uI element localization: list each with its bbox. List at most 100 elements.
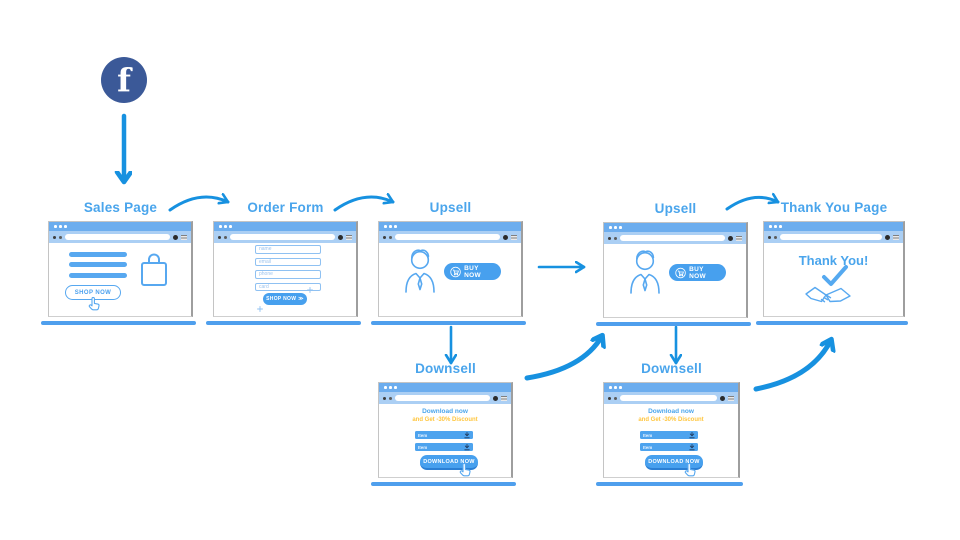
download-now-label: DOWNLOAD NOW (648, 458, 700, 465)
window-addressbar (49, 231, 191, 243)
buy-now-button[interactable]: BUY NOW (669, 264, 726, 281)
sparkle-icon (257, 306, 263, 312)
cursor-icon (684, 463, 696, 477)
thank-you-message: Thank You! (798, 253, 869, 268)
buy-now-label: BUY NOW (689, 265, 706, 280)
text-line (69, 262, 127, 267)
download-icon (689, 431, 695, 438)
back-icon (608, 236, 611, 240)
download-icon (464, 431, 470, 438)
forward-icon (614, 396, 617, 400)
download-item-row[interactable]: Item (415, 443, 473, 451)
menu-icon (736, 235, 742, 241)
address-field[interactable] (395, 395, 490, 401)
address-field[interactable] (780, 234, 882, 240)
window-baseline (371, 482, 516, 486)
item-label: Item (418, 444, 428, 450)
name-field[interactable]: name (255, 245, 321, 254)
window-dot-icon (59, 225, 62, 228)
window-dot-icon (609, 226, 612, 229)
address-field[interactable] (395, 234, 500, 240)
window-dot-icon (389, 225, 392, 228)
address-field[interactable] (620, 395, 717, 401)
window-dot-icon (394, 386, 397, 389)
forward-icon (389, 396, 392, 400)
window-dot-icon (779, 225, 782, 228)
back-icon (383, 396, 386, 400)
cursor-icon (88, 297, 100, 311)
thank-you-window: Thank You! (763, 221, 905, 317)
window-dot-icon (769, 225, 772, 228)
item-label: Item (643, 444, 653, 450)
browser-action-icon (503, 234, 508, 240)
download-item-row[interactable]: Item (640, 443, 698, 451)
window-dot-icon (224, 225, 227, 228)
window-baseline (41, 321, 196, 325)
back-icon (53, 235, 56, 239)
arrow-downsell1-to-upsell2 (524, 336, 602, 381)
item-label: Item (418, 432, 428, 438)
buy-now-label: BUY NOW (464, 264, 481, 279)
order-form-label: Order Form (247, 200, 324, 215)
discount-subheading: and Get -30% Discount (638, 417, 704, 423)
person-icon (405, 249, 435, 293)
download-heading: Download now (422, 408, 468, 415)
window-titlebar (214, 222, 356, 231)
window-dot-icon (384, 386, 387, 389)
browser-action-icon (885, 234, 890, 240)
window-addressbar (604, 232, 746, 244)
facebook-letter: f (117, 61, 131, 99)
window-baseline (596, 482, 743, 486)
cart-icon (675, 267, 686, 278)
menu-icon (728, 395, 734, 401)
address-field[interactable] (230, 234, 335, 240)
order-form-window: name email phone card SHOP NOW ≫ (213, 221, 358, 317)
back-icon (218, 235, 221, 239)
facebook-icon[interactable]: f (101, 57, 147, 103)
downsell2-window: Download now and Get -30% Discount Item … (603, 382, 740, 478)
card-field[interactable]: card (255, 282, 321, 291)
window-dot-icon (389, 386, 392, 389)
forward-icon (59, 235, 62, 239)
download-icon (689, 443, 695, 450)
cart-icon (450, 266, 461, 277)
window-titlebar (379, 222, 521, 231)
downsell1-window: Download now and Get -30% Discount Item … (378, 382, 513, 478)
buy-now-button[interactable]: BUY NOW (444, 263, 501, 280)
arrow-downsell2-to-thankyou (753, 340, 831, 392)
back-icon (383, 235, 386, 239)
window-addressbar (379, 231, 521, 243)
browser-action-icon (338, 234, 343, 240)
browser-action-icon (493, 395, 498, 401)
thank-you-page-label: Thank You Page (780, 200, 888, 215)
forward-icon (224, 235, 227, 239)
menu-icon (893, 234, 899, 240)
sales-page-label: Sales Page (83, 200, 158, 215)
menu-icon (501, 395, 507, 401)
download-now-label: DOWNLOAD NOW (423, 458, 475, 465)
downsell2-label: Downsell (641, 361, 702, 376)
forward-icon (774, 235, 777, 239)
window-dot-icon (774, 225, 777, 228)
window-baseline (596, 322, 751, 326)
download-item-row[interactable]: Item (415, 431, 473, 439)
browser-action-icon (720, 395, 725, 401)
address-field[interactable] (65, 234, 170, 240)
email-placeholder: email (259, 258, 271, 265)
download-item-row[interactable]: Item (640, 431, 698, 439)
window-dot-icon (384, 225, 387, 228)
check-icon (822, 265, 848, 286)
phone-field[interactable]: phone (255, 270, 321, 279)
downsell1-label: Downsell (415, 361, 476, 376)
shop-now-submit-button[interactable]: SHOP NOW ≫ (263, 293, 307, 305)
window-titlebar (764, 222, 903, 231)
email-field[interactable]: email (255, 257, 321, 266)
address-field[interactable] (620, 235, 725, 241)
window-dot-icon (609, 386, 612, 389)
window-dot-icon (614, 226, 617, 229)
browser-action-icon (173, 234, 178, 240)
person-icon (630, 250, 660, 294)
window-dot-icon (619, 386, 622, 389)
menu-icon (181, 234, 187, 240)
shopping-bag-icon (141, 253, 167, 286)
